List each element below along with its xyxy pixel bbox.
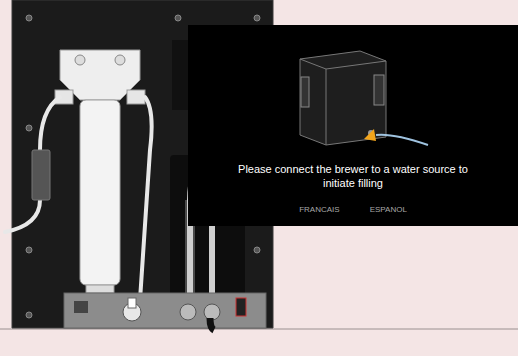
base-line: [0, 329, 518, 330]
filter-cartridge: [80, 100, 120, 285]
brewer-icon: [188, 25, 518, 226]
language-option: ESPANOL: [370, 205, 407, 215]
filter-cap: [86, 285, 114, 293]
power-switch: [236, 298, 246, 316]
inlet-fitting: [128, 298, 136, 308]
power-cord: [210, 318, 214, 330]
connection-plate: [64, 293, 266, 328]
drain-port: [180, 304, 196, 320]
filter-head: [55, 50, 145, 104]
inline-valve: [32, 150, 50, 200]
language-options: FRANCAIS ESPANOL: [188, 205, 518, 215]
drain-port: [204, 304, 220, 320]
water-lines: [5, 97, 152, 300]
prompt-text: Please connect the brewer to a water sou…: [228, 162, 478, 190]
data-port: [74, 301, 88, 313]
language-option: FRANCAIS: [299, 205, 339, 215]
screen-panel: Please connect the brewer to a water sou…: [188, 25, 518, 226]
